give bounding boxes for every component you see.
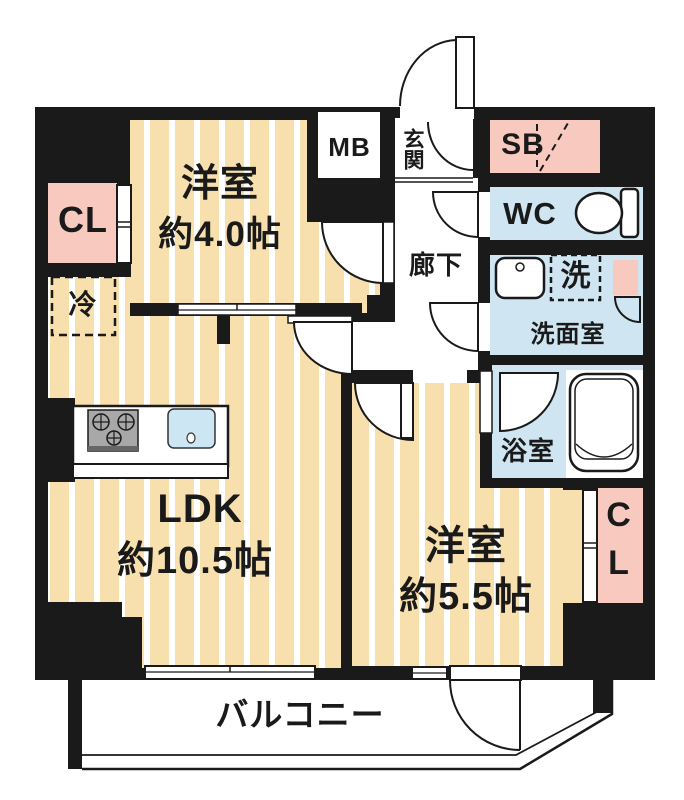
wall-under-closet xyxy=(48,263,131,277)
closet-right-box xyxy=(598,488,643,603)
shoe-box-label: SB xyxy=(501,128,545,161)
balcony-door-leaf xyxy=(449,665,522,681)
toilet-icon xyxy=(574,187,640,239)
windows xyxy=(144,665,522,681)
kitchen-sink-icon xyxy=(167,408,216,449)
wall-kitchen xyxy=(48,398,75,482)
bathroom-door-arc xyxy=(499,372,560,433)
bathroom-door-leaf xyxy=(479,370,493,434)
fridge-space-outline xyxy=(50,275,117,337)
balcony-door-arc xyxy=(449,679,521,751)
wall-pipe-space-step xyxy=(122,617,142,680)
washroom-door-arc xyxy=(428,302,479,353)
washbasin-icon xyxy=(494,256,546,300)
room-western2-floor xyxy=(352,383,563,666)
balcony-right-wall xyxy=(593,680,613,713)
wc-label: WC xyxy=(503,196,557,231)
ldk-door-arc xyxy=(292,321,353,376)
washroom-small-door-arc xyxy=(613,296,641,324)
meter-box-room xyxy=(318,112,380,178)
hallway-extension xyxy=(352,322,402,370)
stove-icon xyxy=(87,409,139,452)
entrance-door-arc xyxy=(399,39,457,107)
washroom-pink-cabinet xyxy=(613,260,638,295)
balcony-left-wall xyxy=(68,680,82,769)
sliding-door-western1 xyxy=(177,303,297,316)
wc-doorway xyxy=(478,192,490,237)
room-western1-floor xyxy=(130,120,380,313)
fridge-label: 冷 xyxy=(68,289,98,320)
kitchen-counter xyxy=(71,404,230,479)
washroom-doorway xyxy=(478,303,490,351)
closet-left-door xyxy=(116,184,132,264)
bathroom-label: 浴室 xyxy=(500,436,555,466)
washer-space-outline xyxy=(549,253,602,302)
room-western2-area: 約5.5帖 xyxy=(399,576,533,618)
meter-box-label: MB xyxy=(328,132,371,162)
genkan-door-arc xyxy=(427,121,474,171)
washroom-label: 洗面室 xyxy=(530,321,606,348)
wall-step xyxy=(367,295,394,322)
room-western2-name: 洋室 xyxy=(425,524,507,568)
room-ldk-name: LDK xyxy=(157,487,243,531)
closet-left-box xyxy=(48,183,117,263)
room-western1-area: 約4.0帖 xyxy=(158,215,282,254)
wall-pipe-space xyxy=(35,602,122,680)
closet-right-door xyxy=(582,489,598,603)
hallway-label: 廊下 xyxy=(408,250,463,280)
balcony-label: バルコニー xyxy=(215,696,385,733)
entrance-door-leaf xyxy=(455,36,475,109)
closet-left-label: CL xyxy=(58,199,108,240)
shoe-box xyxy=(490,120,600,173)
room-western2-floor-edge xyxy=(563,490,583,603)
closet-right-label-l: L xyxy=(608,544,630,582)
western2-doorway xyxy=(413,370,467,383)
bathtub-icon xyxy=(568,372,640,473)
western2-door-arc xyxy=(353,382,414,442)
room-western1-name: 洋室 xyxy=(180,163,259,205)
closet-right-label-c: C xyxy=(606,496,632,534)
western1-door-arc xyxy=(320,221,384,285)
washer-label: 洗 xyxy=(560,260,592,293)
entrance-label: 玄関 xyxy=(401,128,424,170)
shoe-box-dashed-diagonal xyxy=(539,122,569,172)
balcony-outline xyxy=(68,679,614,771)
entrance-doorway xyxy=(400,107,474,119)
door-arcs xyxy=(287,36,641,442)
western2-door-leaf xyxy=(400,382,414,439)
room-ldk-area: 約10.5帖 xyxy=(117,540,273,582)
wc-door-arc xyxy=(431,191,479,239)
